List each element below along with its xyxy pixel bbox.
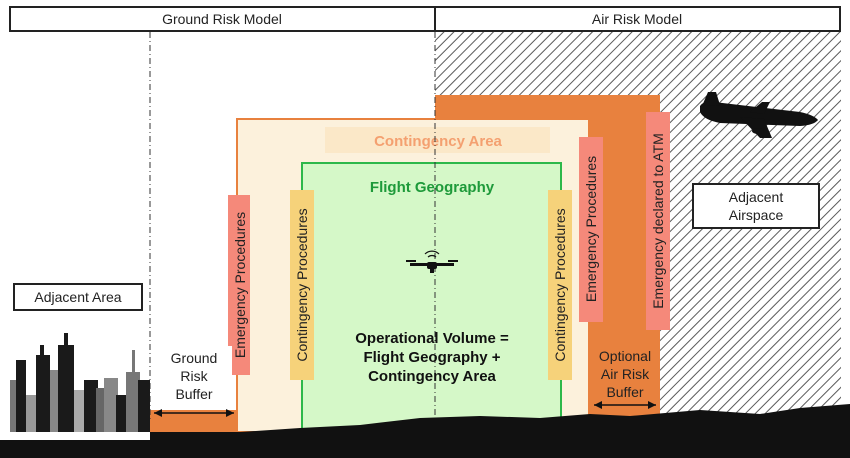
drone-icon	[406, 250, 458, 273]
ground-risk-buffer-arrow	[154, 409, 234, 417]
city-skyline-icon	[10, 333, 150, 432]
ground-buffer-line3: Buffer	[175, 386, 212, 402]
emergency-declared-to-atm-label: Emergency declared to ATM	[650, 133, 666, 309]
ground-risk-buffer-label: Ground Risk Buffer	[157, 346, 232, 404]
contingency-area-label-bg	[325, 127, 550, 153]
emergency-area-top-right	[435, 95, 660, 432]
emergency-procedures-left: Emergency Procedures	[228, 195, 250, 375]
operational-volume-label: Operational Volume = Flight Geography + …	[355, 330, 509, 385]
contingency-procedures-right: Contingency Procedures	[548, 190, 572, 380]
air-buffer-line1: Optional	[599, 348, 651, 364]
adjacent-airspace-label-line2: Airspace	[729, 207, 784, 223]
contingency-procedures-left-label: Contingency Procedures	[294, 208, 310, 361]
ground-buffer-line2: Risk	[180, 368, 208, 384]
air-risk-buffer-label: Optional Air Risk Buffer	[599, 348, 651, 400]
adjacent-area-box: Adjacent Area	[13, 283, 143, 311]
emergency-procedures-left-label: Emergency Procedures	[232, 212, 248, 358]
operational-volume-line3: Contingency Area	[368, 368, 496, 385]
air-buffer-line3: Buffer	[606, 384, 643, 400]
adjacent-airspace-label-line1: Adjacent	[729, 189, 784, 205]
ground-risk-buffer-area	[150, 410, 240, 434]
air-risk-model-label: Air Risk Model	[592, 11, 682, 27]
flight-geography-label: Flight Geography	[370, 179, 495, 196]
air-buffer-line2: Air Risk	[601, 366, 650, 382]
contingency-area-label: Contingency Area	[374, 133, 502, 150]
flight-geography-area	[301, 162, 562, 433]
ground-risk-model-label: Ground Risk Model	[162, 11, 282, 27]
adjacent-airspace-box: Adjacent Airspace	[692, 183, 820, 229]
air-risk-buffer-arrow	[594, 401, 656, 409]
operational-volume-line1: Operational Volume =	[355, 330, 509, 347]
ground-buffer-line1: Ground	[171, 350, 218, 366]
header-air-risk-model: Air Risk Model	[434, 6, 841, 32]
emergency-declared-to-atm: Emergency declared to ATM	[646, 112, 670, 330]
emergency-procedures-right: Emergency Procedures	[579, 137, 603, 322]
header-ground-risk-model: Ground Risk Model	[9, 6, 436, 32]
operational-volume-line2: Flight Geography +	[363, 349, 500, 366]
contingency-procedures-left: Contingency Procedures	[290, 190, 314, 380]
emergency-procedures-right-label: Emergency Procedures	[583, 156, 599, 302]
adjacent-area-label: Adjacent Area	[34, 289, 121, 305]
airplane-icon	[700, 92, 818, 138]
contingency-procedures-right-label: Contingency Procedures	[552, 208, 568, 361]
ground-terrain	[0, 404, 850, 458]
